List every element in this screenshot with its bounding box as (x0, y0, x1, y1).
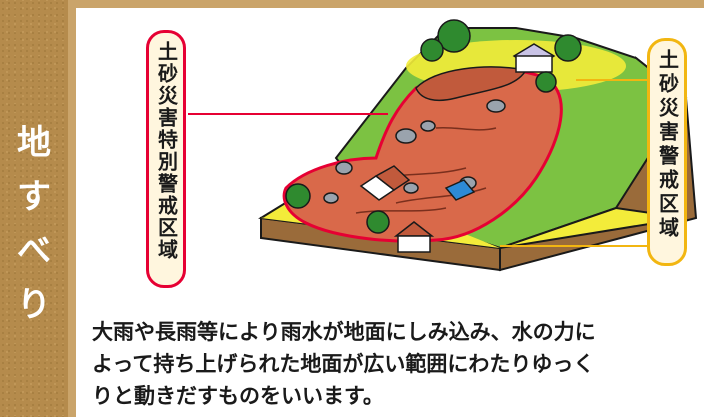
house-blue (444, 179, 476, 201)
house-bottom (393, 221, 435, 253)
scarp-cliff (415, 66, 528, 101)
side-title: 地 す べ り (0, 116, 68, 332)
description: 大雨や長雨等により雨水が地面にしみ込み、水の力に よって持ち上げられた地面が広い… (92, 316, 704, 412)
description-line: りと動きだすものをいいます。 (92, 384, 384, 408)
top-rule (76, 0, 704, 8)
side-bar-edge (68, 0, 76, 417)
side-title-char: り (17, 285, 51, 325)
side-title-char: す (17, 177, 51, 217)
label-special-warning-zone: 土砂災害特別警戒区域 (146, 30, 186, 288)
label-special-text: 土砂災害特別警戒区域 (154, 41, 179, 261)
house-tilted (359, 165, 411, 201)
house-hilltop (512, 43, 556, 73)
label-warning-zone: 土砂災害警戒区域 (647, 38, 687, 266)
description-line: よって持ち上げられた地面が広い範囲にわたりゆっく (92, 352, 595, 376)
side-bar (0, 0, 76, 417)
label-warning-text: 土砂災害警戒区域 (655, 49, 680, 241)
landslide-soil (282, 67, 563, 243)
trees (285, 19, 582, 234)
side-title-char: べ (17, 231, 51, 271)
description-line: 大雨や長雨等により雨水が地面にしみ込み、水の力に (92, 320, 596, 344)
side-title-char: 地 (17, 123, 51, 163)
